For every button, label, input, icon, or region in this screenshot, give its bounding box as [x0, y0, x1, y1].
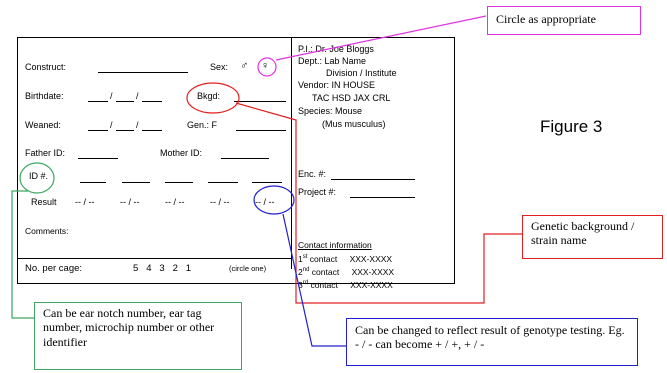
mother-id-label: Mother ID: [160, 148, 203, 158]
contact-row: 1st contact XXX-XXXX [298, 254, 392, 263]
callout-genetic: Genetic background / strain name [522, 215, 663, 259]
construct-field[interactable] [98, 72, 188, 73]
result-label: Result [31, 197, 57, 207]
female-symbol: ♀ [261, 60, 270, 72]
father-id-field[interactable] [78, 158, 118, 159]
no-per-cage-label: No. per cage: [25, 263, 83, 274]
result-entry-5: -- / -- [255, 197, 275, 207]
enc-label: Enc. #: [298, 169, 327, 179]
contact-heading: Contact information [298, 240, 372, 250]
birthdate-year-field[interactable] [142, 101, 162, 102]
project-label: Project #: [298, 187, 337, 197]
result-entry-2: -- / -- [120, 197, 140, 207]
weaned-slash-1: / [110, 120, 113, 130]
cage-number-options[interactable]: 5 4 3 2 1 [133, 263, 192, 274]
callout-genotype-text: Can be changed to reflect result of geno… [355, 323, 625, 352]
vendor-options[interactable]: TAC HSD JAX CRL [312, 93, 391, 103]
contact-ordinal-suffix: rd [302, 280, 309, 286]
callout-ear: Can be ear notch number, ear tag number,… [34, 302, 242, 370]
gen-label: Gen.: F [187, 120, 218, 130]
mother-id-field[interactable] [221, 158, 269, 159]
project-field[interactable] [350, 197, 415, 198]
sex-label: Sex: [210, 62, 229, 72]
id-field-3[interactable] [165, 182, 193, 183]
comments-label: Comments: [25, 226, 69, 236]
bkgd-field[interactable] [234, 101, 286, 102]
birthdate-label: Birthdate: [25, 91, 64, 101]
male-symbol: ♂ [240, 60, 249, 72]
contact-number: XXX-XXXX [349, 253, 393, 264]
dept-line: Dept.: Lab Name [298, 56, 367, 66]
contact-ordinal-suffix: nd [302, 267, 310, 273]
weaned-day-field[interactable] [116, 130, 134, 131]
card-divider-horizontal [17, 258, 291, 259]
id-field-1[interactable] [80, 182, 106, 183]
result-entry-1: -- / -- [75, 197, 95, 207]
callout-circle-text: Circle as appropriate [496, 12, 596, 26]
birthdate-slash-2: / [136, 91, 139, 101]
weaned-label: Weaned: [25, 120, 61, 130]
species-latin: (Mus musculus) [322, 119, 386, 129]
enc-field[interactable] [331, 179, 415, 180]
callout-genetic-text: Genetic background / strain name [531, 219, 635, 248]
gen-field[interactable] [236, 130, 286, 131]
id-field-2[interactable] [122, 182, 150, 183]
callout-ear-text: Can be ear notch number, ear tag number,… [43, 306, 215, 349]
contact-number: XXX-XXXX [351, 266, 395, 277]
construct-label: Construct: [25, 62, 67, 72]
contact-row: 2nd contact XXX-XXXX [298, 267, 394, 276]
id-field-4[interactable] [208, 182, 238, 183]
callout-circle: Circle as appropriate [487, 6, 641, 35]
vendor-line: Vendor: IN HOUSE [298, 80, 376, 90]
weaned-month-field[interactable] [88, 130, 108, 131]
contact-label: contact [310, 279, 338, 290]
birthdate-slash-1: / [110, 91, 113, 101]
birthdate-month-field[interactable] [88, 101, 108, 102]
figure-label: Figure 3 [540, 117, 603, 136]
card-divider-vertical [291, 37, 292, 269]
division-line: Division / Institute [326, 68, 397, 78]
species-line: Species: Mouse [298, 106, 363, 116]
weaned-slash-2: / [136, 120, 139, 130]
weaned-year-field[interactable] [142, 130, 162, 131]
birthdate-day-field[interactable] [116, 101, 134, 102]
contact-number: XXX-XXXX [350, 279, 393, 290]
bkgd-label: Bkgd: [197, 91, 221, 101]
contact-row: 3rd contact XXX-XXXX [298, 280, 393, 289]
result-entry-4: -- / -- [210, 197, 230, 207]
id-field-5[interactable] [252, 182, 282, 183]
father-id-label: Father ID: [25, 148, 66, 158]
circle-one-note: (circle one) [229, 264, 267, 273]
contact-label: contact [309, 253, 338, 264]
contact-label: contact [311, 266, 340, 277]
contact-ordinal-suffix: st [302, 254, 308, 260]
result-entry-3: -- / -- [165, 197, 185, 207]
id-number-label: ID #. [29, 171, 49, 181]
pi-line: P.I.: Dr. Joe Bloggs [298, 44, 374, 54]
callout-genotype: Can be changed to reflect result of geno… [346, 318, 638, 366]
